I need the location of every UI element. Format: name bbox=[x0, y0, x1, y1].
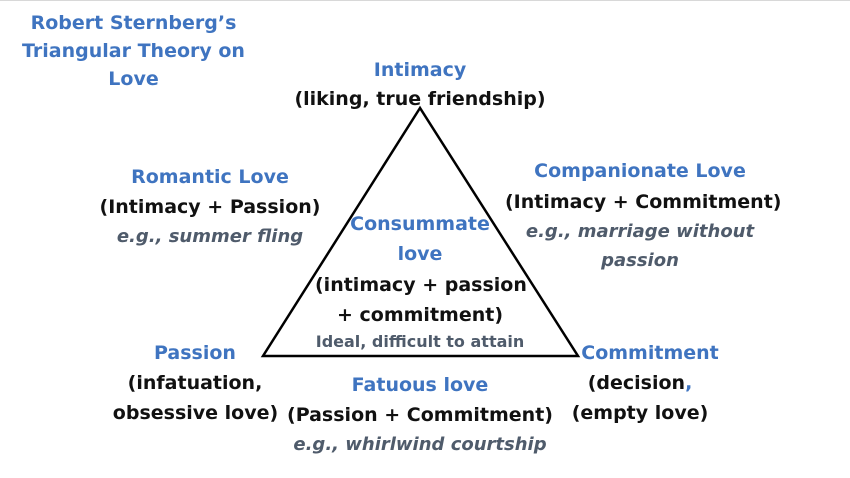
fatuous-love-example: e.g., whirlwind courtship bbox=[293, 434, 547, 455]
commitment-comma: , bbox=[685, 372, 693, 394]
passion-description-line-2: obsessive love) bbox=[112, 402, 279, 424]
consummate-love-formula-line-1: (intimacy + passion bbox=[315, 274, 527, 296]
consummate-love-label-line-2: love bbox=[397, 243, 443, 265]
title-line-2: Triangular Theory on Love bbox=[22, 40, 245, 90]
title-line-1: Robert Sternberg’s bbox=[30, 12, 237, 34]
diagram-title: Robert Sternberg’s Triangular Theory on … bbox=[6, 9, 261, 93]
consummate-love-note: Ideal, difficult to attain bbox=[315, 332, 525, 351]
commitment-label: Commitment bbox=[581, 342, 719, 364]
romantic-love-formula: (Intimacy + Passion) bbox=[99, 196, 321, 218]
romantic-love-label: Romantic Love bbox=[131, 166, 289, 188]
romantic-love-example: e.g., summer fling bbox=[116, 226, 304, 247]
consummate-love-formula-line-2: + commitment) bbox=[336, 304, 504, 326]
companionate-love-label: Companionate Love bbox=[534, 160, 746, 182]
companionate-love-formula: (Intimacy + Commitment) bbox=[505, 191, 782, 213]
commitment-description-line-1: (decision, bbox=[580, 374, 700, 393]
passion-description-line-1: (infatuation, bbox=[127, 372, 263, 394]
companionate-love-example-line-1: e.g., marriage without bbox=[525, 221, 755, 242]
triangle-outline bbox=[260, 105, 581, 358]
consummate-love-label-line-1: Consummate bbox=[350, 213, 490, 235]
fatuous-love-label: Fatuous love bbox=[351, 374, 489, 396]
commitment-description-line-2: (empty love) bbox=[571, 402, 709, 424]
intimacy-label: Intimacy bbox=[373, 59, 467, 81]
companionate-love-example-line-2: passion bbox=[601, 250, 679, 271]
top-border bbox=[0, 0, 850, 1]
passion-label: Passion bbox=[154, 342, 236, 364]
intimacy-description: (liking, true friendship) bbox=[294, 88, 546, 110]
fatuous-love-formula: (Passion + Commitment) bbox=[287, 404, 553, 426]
commitment-decision-text: (decision bbox=[587, 372, 686, 394]
